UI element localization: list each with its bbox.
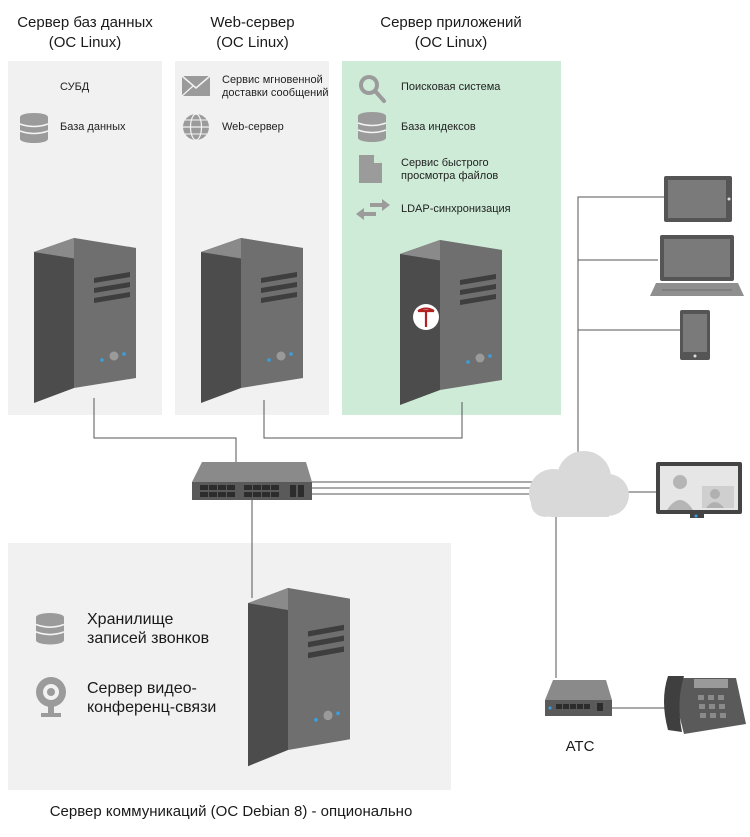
- search-icon: [359, 75, 386, 103]
- video-conference-display-icon: [656, 462, 742, 518]
- web-server-title-line2: (ОС Linux): [216, 34, 289, 51]
- app-logo-icon: [413, 304, 439, 330]
- app-server-title-line2: (ОС Linux): [414, 34, 488, 51]
- db-server-title-line2: (ОС Linux): [48, 34, 122, 51]
- call-storage-icon: [35, 612, 65, 646]
- comm-server-panel: [8, 543, 451, 790]
- messaging-service-label-line1: Сервис мгновенной: [222, 74, 323, 86]
- db-server-tower: [34, 238, 136, 403]
- call-storage-label-line2: записей звонков: [87, 630, 210, 647]
- messaging-service-label-line2: доставки сообщений: [222, 87, 329, 99]
- cloud-icon: [529, 451, 629, 517]
- file-preview-label-line1: Сервис быстрого: [401, 157, 489, 169]
- network-switch-icon: [192, 462, 312, 500]
- search-engine-label: Поисковая система: [401, 81, 501, 93]
- app-server-title: Сервер приложений (ОС Linux): [338, 13, 564, 53]
- app-server-title-line1: Сервер приложений: [380, 14, 522, 31]
- web-server-title: Web-сервер (ОС Linux): [170, 13, 335, 53]
- pbx-device-icon: [545, 680, 612, 716]
- globe-icon: [183, 113, 209, 141]
- dbms-label: СУБД: [60, 81, 90, 93]
- db-server-title: Сервер баз данных (ОС Linux): [0, 13, 170, 53]
- web-server-title-line1: Web-сервер: [210, 14, 295, 31]
- laptop-icon: [650, 235, 744, 296]
- database-label: База данных: [60, 121, 126, 133]
- webcam-icon: [36, 677, 66, 717]
- index-database-icon: [357, 111, 387, 143]
- call-storage-label-line1: Хранилище: [87, 611, 174, 628]
- network-lines: [93, 196, 680, 709]
- db-server-title-line1: Сервер баз данных: [17, 14, 153, 31]
- sync-arrows-icon: [356, 199, 390, 220]
- monitor-icon: [664, 176, 732, 222]
- tablet-icon: [680, 310, 710, 360]
- ldap-sync-label: LDAP-синхронизация: [401, 203, 511, 215]
- file-icon: [359, 155, 382, 183]
- video-server-label-line2: конференц-связи: [87, 699, 217, 716]
- video-server-label-line1: Сервер видео-: [87, 680, 197, 697]
- comm-server-tower: [248, 588, 350, 767]
- web-server-label: Web-сервер: [222, 121, 284, 133]
- index-db-label: База индексов: [401, 121, 476, 133]
- envelope-icon: [181, 75, 211, 97]
- desk-phone-icon: [664, 676, 746, 734]
- database-icon: [19, 112, 49, 144]
- file-preview-label-line2: просмотра файлов: [401, 170, 499, 182]
- comm-server-caption: Сервер коммуникаций (ОС Debian 8) - опци…: [49, 803, 413, 820]
- web-server-tower: [201, 238, 303, 403]
- pbx-label: АТС: [565, 738, 595, 755]
